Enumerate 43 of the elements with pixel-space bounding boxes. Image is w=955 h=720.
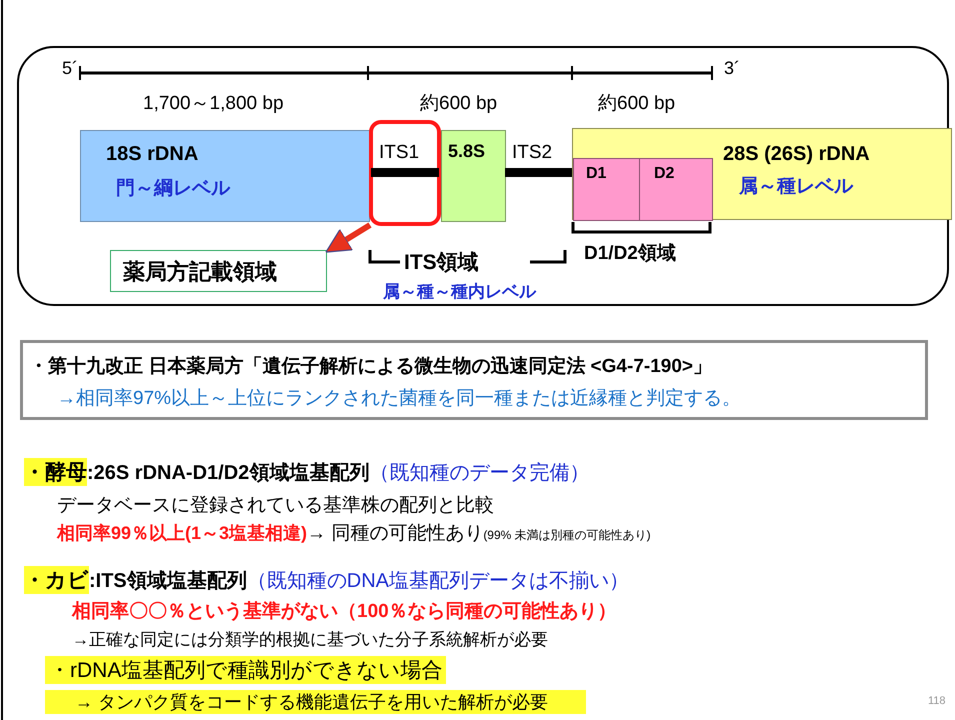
strand-end-label: 5´	[62, 58, 78, 79]
strand-end-label: 3´	[724, 58, 740, 79]
region-name: 18S rDNA	[106, 143, 198, 166]
body-text: →正確な同定には分類学的根拠に基づいた分子系統解析が必要	[72, 629, 548, 651]
gene-region-box	[572, 128, 952, 220]
region-name: ITS2	[512, 142, 552, 164]
arrow	[325, 222, 372, 253]
taxonomic-level: 属～種レベル	[739, 175, 853, 199]
body-text: → 同種の可能性あり	[307, 522, 484, 546]
taxonomic-level: 門～綱レベル	[116, 177, 230, 201]
heading-text: ・第十九改正 日本薬局方「遺伝子解析による微生物の迅速同定法 <G4-7-190>」	[29, 354, 712, 379]
note-text: →相同率97%以上～上位にランクされた菌種を同一種または近縁種と判定する。	[57, 387, 742, 411]
domain-box	[573, 158, 641, 221]
region-name: 28S (26S) rDNA	[723, 143, 870, 166]
domain-name: D2	[654, 165, 674, 183]
page-number: 118	[928, 695, 946, 707]
gene-region-box	[80, 130, 370, 222]
domain-box	[639, 158, 713, 221]
note-text: (99% 未満は別種の可能性あり)	[483, 527, 651, 544]
highlighted-text: ・酵母	[24, 458, 87, 486]
region-name: 5.8S	[448, 141, 486, 162]
highlighted-text: → タンパク質をコードする機能遺伝子を用いた解析が必要	[45, 690, 586, 714]
emphasis-text: 相同率99％以上(1～3塩基相違)	[57, 522, 308, 545]
region-label: D1/D2領域	[584, 242, 676, 266]
gene-region-box	[441, 130, 506, 222]
annotation-text: 薬局方記載領域	[123, 258, 277, 286]
body-text: データベースに登録されている基準株の配列と比較	[57, 494, 494, 518]
length-label: 1,700～1,800 bp	[143, 92, 284, 116]
info-box	[20, 340, 928, 420]
note-text: （既知種のDNA塩基配列データは不揃い）	[246, 569, 630, 594]
note-text: （既知種のデータ完備）	[369, 461, 590, 486]
length-label: 約600 bp	[598, 92, 676, 116]
region-label: ITS領域	[404, 250, 479, 276]
length-label: 約600 bp	[420, 92, 498, 116]
domain-name: D1	[586, 165, 606, 183]
emphasis-text: 相同率〇〇％という基準がない（100％なら同種の可能性あり）	[72, 600, 617, 624]
highlighted-text: ・カビ	[24, 566, 89, 594]
annotation-box	[110, 250, 327, 292]
taxonomic-level: 属～種～種内レベル	[383, 281, 536, 303]
highlighted-text: ・rDNA塩基配列で種識別ができない場合	[45, 656, 446, 684]
body-text: :ITS領域塩基配列	[89, 569, 247, 594]
body-text: :26S rDNA-D1/D2領域塩基配列	[87, 461, 370, 486]
region-name: ITS1	[379, 142, 420, 164]
